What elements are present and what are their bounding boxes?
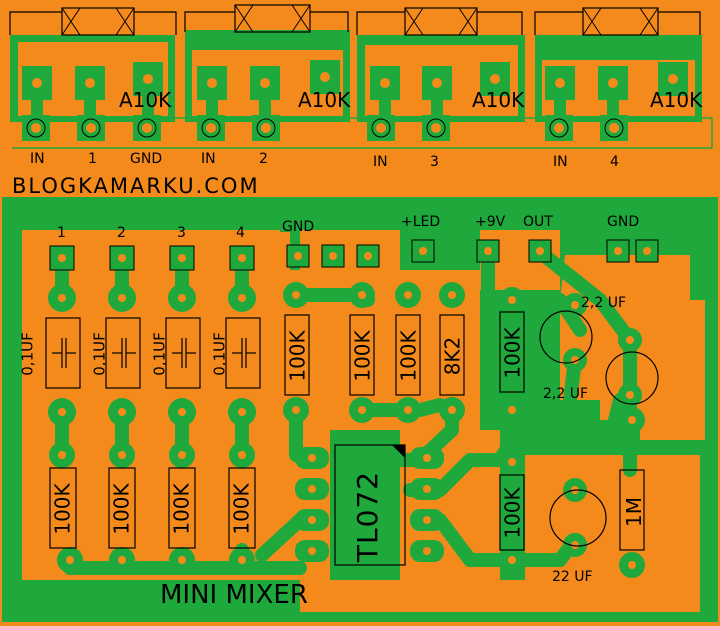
cap-4-label: 0,1UF: [210, 332, 229, 376]
cap-e3-label: 22 UF: [552, 569, 593, 585]
ic-label: TL072: [351, 470, 385, 563]
pot-3-value: A10K: [472, 88, 525, 112]
site-name: BLOGKAMARKU.COM: [12, 174, 260, 198]
cap-2-label: 0,1UF: [90, 332, 109, 376]
gnd-right-label: GND: [607, 214, 640, 230]
res-mid-3-label: 100K: [396, 330, 421, 382]
pot-2-pin-in: IN: [201, 151, 216, 167]
pads: [48, 239, 659, 578]
board-title: MINI MIXER: [160, 580, 308, 610]
res-lower-label: 100K: [500, 487, 525, 539]
res-1m-label: 1M: [621, 497, 646, 527]
component-outlines: [45, 310, 659, 566]
out-label: OUT: [523, 214, 553, 230]
res-mid-1-label: 100K: [285, 330, 310, 382]
res-mid-2-label: 100K: [350, 330, 375, 382]
res-in-4-label: 100K: [229, 483, 254, 535]
pot-1-value: A10K: [119, 88, 172, 112]
cap-e2-label: 2,2 UF: [543, 386, 589, 402]
input-2-label: 2: [117, 225, 126, 241]
res-in-1-label: 100K: [50, 483, 75, 535]
pot-4-value: A10K: [650, 88, 703, 112]
v9-label: +9V: [475, 214, 506, 230]
pot-1-pin-num: 1: [88, 151, 97, 167]
gnd-left-label: GND: [282, 219, 315, 235]
led-label: +LED: [401, 214, 441, 230]
input-1-label: 1: [57, 225, 66, 241]
input-4-label: 4: [236, 225, 245, 241]
res-mid-4-label: 8K2: [440, 336, 465, 376]
pot-2-value: A10K: [298, 88, 351, 112]
pot-2-pin-num: 2: [259, 151, 268, 167]
res-in-3-label: 100K: [169, 483, 194, 535]
pot-4-pin-in: IN: [553, 154, 568, 170]
res-in-2-label: 100K: [109, 483, 134, 535]
res-mid-5-label: 100K: [500, 327, 525, 379]
cap-e1-label: 2,2 UF: [581, 295, 627, 311]
pot-footprints: [9, 4, 713, 149]
pot-1-pin-gnd: GND: [130, 151, 163, 167]
cap-3-label: 0,1UF: [150, 332, 169, 376]
pot-3-pin-num: 3: [430, 154, 439, 170]
input-3-label: 3: [177, 225, 186, 241]
cap-1-label: 0,1UF: [18, 332, 37, 376]
pot-3-pin-in: IN: [373, 154, 388, 170]
pot-1-pin-in: IN: [30, 151, 45, 167]
pot-4-pin-num: 4: [610, 154, 619, 170]
